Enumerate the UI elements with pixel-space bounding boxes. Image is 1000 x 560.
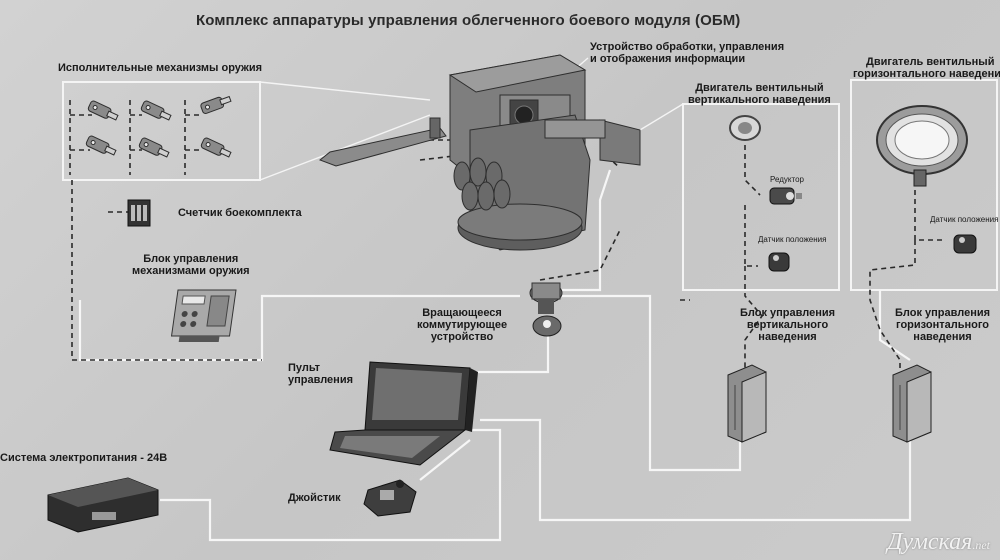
cable-horiz-ctrl	[560, 169, 612, 292]
vertical-position-sensor-device	[768, 252, 790, 272]
label-control-console: Пульт управления	[288, 362, 354, 386]
label-horizontal-control: Блок управления горизонтального наведени…	[895, 307, 991, 343]
label-power-system: Система электропитания - 24В	[0, 452, 168, 464]
vertical-chain	[744, 145, 764, 370]
horizontal-motor-frame	[850, 79, 998, 291]
actuator-4	[85, 135, 117, 156]
ammo-counter-device	[127, 199, 151, 227]
label-weapon-control: Блок управления механизмами оружия	[132, 253, 250, 277]
rotary-switch-device	[529, 282, 563, 337]
power-cables	[78, 169, 912, 542]
vertical-motor-device	[729, 115, 761, 141]
cable-horiz-right	[878, 290, 911, 361]
cable-vertical-ctrl	[560, 294, 742, 472]
label-position-sensor-horizontal: Датчик положения	[930, 215, 999, 224]
label-actuators: Исполнительные механизмы оружия	[58, 62, 263, 74]
power-supply-device	[47, 477, 159, 533]
label-reducer: Редуктор	[770, 175, 804, 184]
watermark: Думская.net	[887, 529, 990, 555]
label-joystick: Джойстик	[288, 492, 341, 504]
combat-module-turret	[319, 54, 641, 251]
actuator-5	[138, 137, 170, 158]
label-horizontal-motor: Двигатель вентильный горизонтального нав…	[853, 56, 1000, 80]
label-rotary-switch: Вращающееся коммутирующее устройство	[417, 307, 508, 343]
cable-joystick	[419, 439, 471, 481]
cable-power-to-console	[160, 428, 502, 542]
horizontal-position-sensor-device	[953, 234, 977, 254]
label-ammo-counter: Счетчик боекомплекта	[178, 207, 302, 219]
actuator-2	[140, 100, 172, 121]
joystick-device	[363, 479, 417, 517]
horizontal-chain	[869, 190, 945, 370]
vertical-motor-frame	[682, 103, 840, 291]
vertical-control-block-device	[727, 364, 767, 443]
actuators-frame	[62, 81, 261, 181]
control-console-device	[329, 361, 478, 466]
label-position-sensor-vertical: Датчик положения	[758, 235, 827, 244]
weapon-control-block-device	[170, 289, 237, 342]
cable-console-down	[480, 418, 912, 522]
horizontal-motor-device	[876, 105, 968, 187]
actuator-6	[200, 137, 232, 158]
label-vertical-control: Блок управления вертикального наведения	[740, 307, 836, 343]
weapon-actuators	[85, 95, 232, 158]
actuator-1	[87, 100, 119, 121]
cable-rotary-to-console	[476, 336, 550, 374]
diagram-title: Комплекс аппаратуры управления облегченн…	[196, 12, 741, 29]
horizontal-control-block-device	[892, 364, 932, 443]
reducer-device	[769, 187, 802, 205]
label-processing-unit: Устройство обработки, управления и отобр…	[590, 41, 785, 65]
actuator-3	[200, 95, 232, 114]
label-vertical-motor: Двигатель вентильный вертикального навед…	[688, 82, 831, 106]
